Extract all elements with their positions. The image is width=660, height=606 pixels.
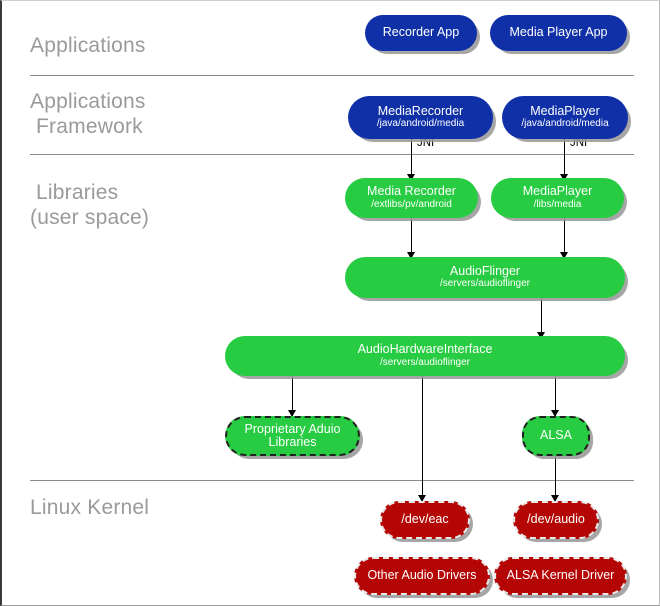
node-title: MediaPlayer bbox=[530, 103, 600, 118]
layer-label-framework: Applications Framework bbox=[30, 90, 146, 138]
node-title: Media Player App bbox=[509, 25, 608, 40]
node-subtitle: /servers/audioflinger bbox=[439, 278, 531, 290]
node-title: /dev/eac bbox=[401, 512, 449, 527]
node-dev-audio[interactable]: /dev/audio bbox=[513, 501, 599, 539]
node-alsa-kernel-driver[interactable]: ALSA Kernel Driver bbox=[494, 557, 627, 595]
arrowhead-mediarecorderlib-to-audioflinger bbox=[407, 252, 415, 259]
arrowhead-mediaplayer-to-lib bbox=[560, 174, 568, 181]
node-title: AudioHardwareInterface bbox=[357, 342, 493, 357]
node-title: Media Recorder bbox=[367, 184, 456, 199]
connector-alsa-to-dev-audio bbox=[555, 456, 556, 502]
node-audioflinger[interactable]: AudioFlinger /servers/audioflinger bbox=[345, 257, 625, 298]
node-title: Recorder App bbox=[382, 25, 460, 40]
node-recorder-app[interactable]: Recorder App bbox=[365, 15, 477, 51]
node-title: ALSA bbox=[540, 428, 572, 443]
arrowhead-audioflinger-to-audiohardwareinterface bbox=[537, 332, 545, 339]
node-title: Other Audio Drivers bbox=[367, 568, 477, 583]
arrowhead-alsa-to-dev-audio bbox=[551, 495, 559, 502]
node-alsa[interactable]: ALSA bbox=[522, 416, 590, 456]
connector-mediaplayerlib-to-audioflinger bbox=[564, 217, 565, 259]
connector-audioflinger-to-audiohardwareinterface bbox=[541, 297, 542, 339]
divider-libraries-kernel bbox=[30, 480, 634, 481]
layer-label-linux-kernel: Linux Kernel bbox=[30, 496, 150, 519]
arrowhead-mediarecorder-to-lib bbox=[407, 174, 415, 181]
node-subtitle: Libraries bbox=[268, 435, 317, 449]
edge-label-jni-left: JNI bbox=[417, 137, 435, 149]
node-other-audio-drivers[interactable]: Other Audio Drivers bbox=[354, 557, 490, 595]
node-mediaplayer-lib[interactable]: MediaPlayer /libs/media bbox=[491, 178, 624, 218]
node-media-player-app[interactable]: Media Player App bbox=[490, 15, 627, 51]
connector-mediaplayer-to-lib bbox=[564, 139, 565, 181]
node-title: AudioFlinger bbox=[449, 263, 521, 278]
node-subtitle: /servers/audioflinger bbox=[379, 356, 471, 368]
node-subtitle: /java/android/media bbox=[521, 118, 609, 130]
node-subtitle: /libs/media bbox=[533, 198, 582, 210]
divider-framework-libraries bbox=[30, 154, 634, 155]
node-title: MediaRecorder bbox=[377, 103, 464, 118]
connector-mediarecorder-to-lib bbox=[411, 139, 412, 181]
node-proprietary-audio-libraries[interactable]: Proprietary Aduio Libraries bbox=[225, 416, 360, 456]
node-subtitle: /java/android/media bbox=[376, 118, 465, 130]
layer-label-libraries: Libraries (user space) bbox=[30, 181, 150, 229]
node-title: Proprietary Aduio bbox=[244, 421, 341, 436]
node-mediarecorder-framework[interactable]: MediaRecorder /java/android/media bbox=[348, 96, 493, 139]
node-title: MediaPlayer bbox=[522, 184, 593, 199]
connector-mediarecorderlib-to-audioflinger bbox=[411, 217, 412, 259]
arrowhead-ahi-to-alsa bbox=[551, 410, 559, 417]
divider-applications-framework bbox=[30, 75, 634, 76]
arrowhead-ahi-to-proprietary-libs bbox=[288, 410, 296, 417]
arrowhead-mediaplayerlib-to-audioflinger bbox=[560, 252, 568, 259]
node-mediaplayer-framework[interactable]: MediaPlayer /java/android/media bbox=[502, 96, 628, 139]
arrowhead-ahi-to-dev-eac bbox=[418, 495, 426, 502]
node-media-recorder-lib[interactable]: Media Recorder /extlibs/pv/android bbox=[345, 178, 478, 218]
node-audiohardwareinterface[interactable]: AudioHardwareInterface /servers/audiofli… bbox=[225, 336, 625, 376]
node-dev-eac[interactable]: /dev/eac bbox=[380, 501, 470, 539]
node-title: ALSA Kernel Driver bbox=[506, 568, 615, 583]
node-subtitle: /extlibs/pv/android bbox=[371, 198, 452, 210]
connector-ahi-to-alsa bbox=[555, 375, 556, 417]
layer-label-applications: Applications bbox=[30, 34, 146, 57]
connector-ahi-to-dev-eac bbox=[422, 375, 423, 502]
connector-ahi-to-proprietary-libs bbox=[292, 375, 293, 417]
node-title: /dev/audio bbox=[527, 512, 585, 527]
edge-label-jni-right: JNI bbox=[570, 137, 588, 149]
